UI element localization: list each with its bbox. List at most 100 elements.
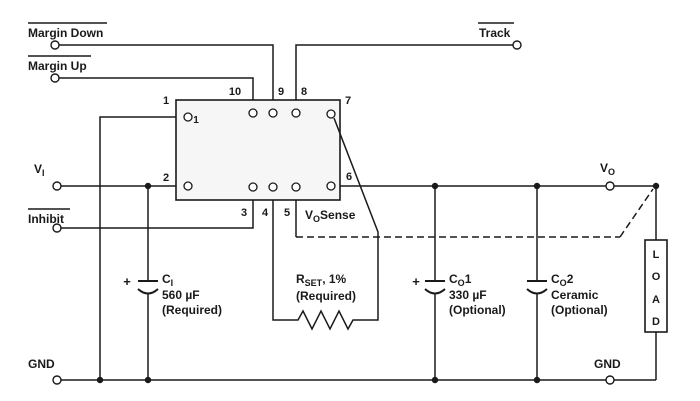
cin-plate-bottom xyxy=(137,288,159,295)
cout1-ref-main: C xyxy=(449,272,458,286)
cout1-value-label: 330 µF xyxy=(449,288,487,302)
rset-ref-suffix: , 1% xyxy=(322,272,346,286)
pin-8-circle xyxy=(291,108,301,118)
vi-label-main: V xyxy=(34,162,42,176)
pin-4-circle xyxy=(268,182,278,192)
cout2-plate-bottom xyxy=(526,288,548,295)
vo-sense-main: V xyxy=(305,208,313,222)
junction-dot xyxy=(533,182,541,190)
cout2-ref-main: C xyxy=(551,272,560,286)
gnd-right-label: GND xyxy=(594,357,621,371)
cout2-value-label: Ceramic xyxy=(551,288,599,302)
pin-7-circle xyxy=(326,109,336,119)
capacitor-symbols xyxy=(137,280,548,295)
gnd-left-label: GND xyxy=(28,357,55,371)
pin-1-circle xyxy=(183,112,193,122)
cout1-ref-sub: O xyxy=(458,278,465,288)
gnd-left-terminal xyxy=(52,375,62,385)
cin-ref-label: CI xyxy=(162,272,173,288)
pin-5-label: 5 xyxy=(284,207,290,219)
junction-dot xyxy=(144,376,152,384)
rset-ref-sub: SET xyxy=(305,278,323,288)
rset-resistor-wire xyxy=(272,117,379,331)
pin1-gnd-wire xyxy=(99,116,176,380)
junction-dot xyxy=(144,182,152,190)
pin-3-circle xyxy=(248,182,258,192)
pin-1-label: 1 xyxy=(163,95,169,107)
pin-10-label: 10 xyxy=(229,86,241,98)
pin-6-label: 6 xyxy=(346,171,352,183)
track-wire xyxy=(295,44,513,100)
junction-dot xyxy=(96,376,104,384)
pin-7-label: 7 xyxy=(345,95,351,107)
load-box xyxy=(644,239,668,333)
cout1-note-label: (Optional) xyxy=(449,303,506,317)
inhibit-label: Inhibit xyxy=(28,212,64,226)
vo-label: VO xyxy=(600,161,615,177)
vo-terminal xyxy=(605,181,615,191)
pin-8-label: 8 xyxy=(301,86,307,98)
pin-2-circle xyxy=(183,181,193,191)
cin-value-label: 560 µF xyxy=(162,288,200,302)
vo-label-main: V xyxy=(600,161,608,175)
junction-dot xyxy=(652,182,660,190)
vi-label-sub: I xyxy=(42,168,45,178)
vo-sense-rest: Sense xyxy=(320,208,356,222)
margin-up-terminal xyxy=(50,73,60,83)
gnd-right-terminal xyxy=(605,375,615,385)
pin-9-label: 9 xyxy=(278,86,284,98)
margin-down-label: Margin Down xyxy=(28,26,103,40)
pin-1-inner-mark: 1 xyxy=(193,115,199,126)
junction-dots xyxy=(96,182,660,384)
pin-number-labels: 1 1 2 3 4 5 6 7 8 9 10 xyxy=(163,86,352,219)
terminals xyxy=(50,40,615,385)
wires xyxy=(59,44,657,381)
pin-6-circle xyxy=(326,181,336,191)
inhibit-terminal xyxy=(52,223,62,233)
vi-terminal xyxy=(52,181,62,191)
junction-dot xyxy=(431,182,439,190)
junction-dot xyxy=(431,376,439,384)
cout2-note-label: (Optional) xyxy=(551,303,608,317)
pin-5-circle xyxy=(291,182,301,192)
junction-dot xyxy=(533,376,541,384)
vo-sense-dashed-diagonal xyxy=(619,188,654,238)
margin-down-wire xyxy=(59,44,274,100)
pin-9-circle xyxy=(268,108,278,118)
rset-note-label: (Required) xyxy=(296,289,356,303)
vo-sense-label: VOSense xyxy=(305,208,356,224)
vo-label-sub: O xyxy=(608,167,615,177)
pin-10-circle xyxy=(248,108,258,118)
cout2-ref-index: 2 xyxy=(567,272,574,286)
power-module-body xyxy=(175,99,341,201)
pin-2-label: 2 xyxy=(163,172,169,184)
rset-ref-label: RSET, 1% xyxy=(296,272,347,288)
cout2-ref-label: CO2 xyxy=(551,272,574,288)
cin-note-label: (Required) xyxy=(162,303,222,317)
cin-ref-sub: I xyxy=(171,278,174,288)
margin-up-label: Margin Up xyxy=(28,59,87,73)
margin-up-wire xyxy=(59,77,254,100)
cin-polarity-plus: + xyxy=(123,274,131,289)
load-letter: D xyxy=(652,316,660,328)
vi-label: VI xyxy=(34,162,45,178)
rset-ref-main: R xyxy=(296,272,305,286)
load-letter: A xyxy=(652,294,660,306)
margin-down-terminal xyxy=(50,40,60,50)
load-letter: O xyxy=(652,271,661,283)
track-label: Track xyxy=(479,26,511,40)
cout1-plate-bottom xyxy=(424,288,446,295)
module-pins xyxy=(183,108,336,192)
pin-4-label: 4 xyxy=(262,207,269,219)
cout1-ref-label: CO1 xyxy=(449,272,472,288)
vo-sense-sub: O xyxy=(313,214,320,224)
pin-3-label: 3 xyxy=(241,207,247,219)
cout1-ref-index: 1 xyxy=(465,272,472,286)
cout2-ref-sub: O xyxy=(560,278,567,288)
track-terminal xyxy=(512,40,522,50)
cin-ref-main: C xyxy=(162,272,171,286)
load-letter: L xyxy=(653,249,660,261)
cout1-polarity-plus: + xyxy=(412,274,420,289)
